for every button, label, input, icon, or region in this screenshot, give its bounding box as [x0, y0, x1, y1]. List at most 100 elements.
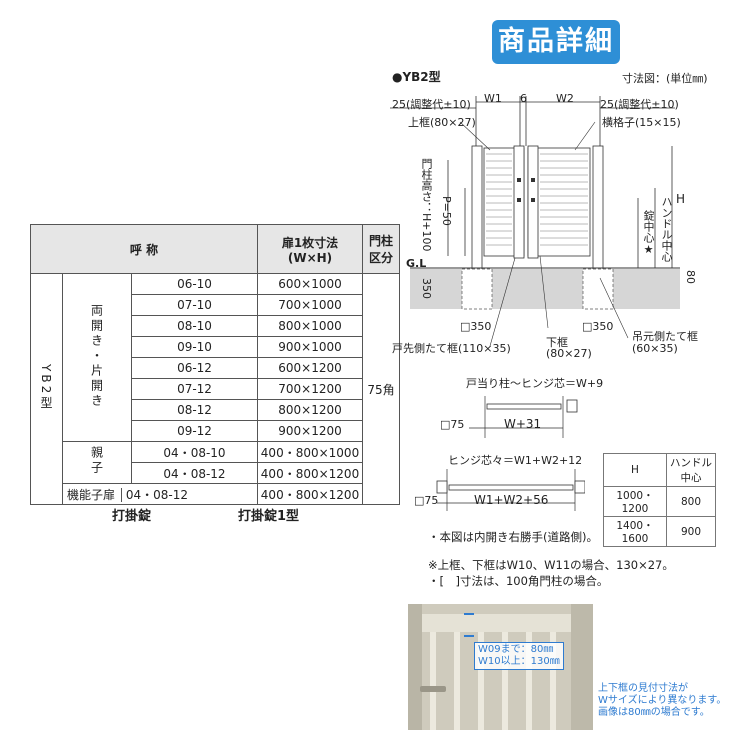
model-label: YB2型	[39, 363, 53, 412]
model-cell: YB2型	[30, 273, 63, 505]
handle-icon	[420, 686, 446, 692]
lock-label-1: 打掛錠	[112, 509, 152, 524]
caption-line2: Wサイズにより異なります。	[598, 695, 727, 706]
product-detail-badge: 商品詳細	[492, 20, 620, 64]
photo-slat	[502, 632, 508, 730]
func-row: 機能子扉 04・08-12	[62, 483, 258, 505]
adj-left: 25(調整代±10)	[392, 98, 471, 111]
handle-table-value-header: ハンドル 中心	[666, 453, 716, 487]
top-frame-label: 上框(80×27)	[408, 116, 476, 129]
row-code: 08-12	[131, 399, 258, 421]
dim1-post: □75	[440, 418, 465, 431]
bottom-frame-line2: (80×27)	[546, 347, 592, 360]
post-left-label: □350	[460, 320, 492, 333]
row-size: 700×1000	[257, 294, 363, 316]
depth-80: 80	[684, 270, 697, 284]
row-size: 600×1200	[257, 357, 363, 379]
lattice-label: 横格子(15×15)	[602, 116, 681, 129]
gl-label: G.L	[406, 257, 427, 270]
header-post-line2: 区分	[368, 251, 393, 265]
h-label: H	[676, 192, 686, 206]
row-code: 08-10	[131, 315, 258, 337]
header-post: 門柱 区分	[362, 224, 400, 274]
row-size: 400・800×1200	[257, 462, 363, 484]
plan-diagram-2	[436, 469, 585, 511]
row-code: 06-12	[131, 357, 258, 379]
row-size: 800×1200	[257, 399, 363, 421]
photo-slat	[526, 632, 532, 730]
hinge-side-frame-line1: 吊元側たて框	[632, 330, 698, 343]
photo-slat	[550, 632, 556, 730]
group2-label: 親子	[89, 446, 104, 476]
func-code: 04・08-12	[120, 487, 188, 502]
lock-label-2: 打掛錠1型	[238, 509, 300, 524]
row-code: 09-10	[131, 336, 258, 358]
row-size: 400・800×1200	[257, 483, 363, 505]
handle-row-v: 800	[666, 486, 716, 517]
header-size-line1: 扉1枚寸法	[281, 235, 339, 250]
row-size: 700×1200	[257, 378, 363, 400]
photo-slat	[430, 632, 436, 730]
handle-header-line1: ハンドル	[670, 457, 712, 469]
handle-table-h-header: H	[603, 453, 667, 487]
row-code: 09-12	[131, 420, 258, 442]
handle-header-line2: 中心	[680, 472, 702, 484]
p50-label: P=50	[440, 196, 453, 226]
depth-350: 350	[420, 278, 433, 299]
row-size: 400・800×1000	[257, 441, 363, 463]
post-height-label: 門柱高さ：H+100	[420, 158, 433, 252]
photo-slat	[454, 632, 460, 730]
row-code: 04・08-12	[131, 462, 258, 484]
door-side-frame-label: 戸先側たて框(110×35)	[392, 342, 511, 355]
photo-left-post	[408, 604, 422, 730]
header-post-line1: 門柱	[368, 234, 393, 248]
dim1-w: W+31	[504, 417, 542, 431]
handle-row-v: 900	[666, 516, 716, 547]
diagram-title: ●YB2型	[392, 70, 441, 84]
photo-caption: 上下框の見付寸法が Wサイズにより異なります。 画像は80㎜の場合です。	[598, 683, 726, 719]
note-1: ・本図は内開き右勝手(道路側)。	[428, 530, 598, 544]
bottom-frame-line1: 下框	[546, 336, 568, 349]
callout-w10: W10以上：130㎜	[478, 656, 560, 667]
plan-diagram-1	[469, 396, 578, 438]
gate-elevation-diagram	[390, 96, 680, 347]
group1-label: 両開き・片開き	[89, 303, 104, 409]
frame-size-callout: W09まで：80㎜ W10以上：130㎜	[474, 642, 564, 670]
handle-center-label: ハンドル中心	[660, 196, 673, 262]
group2-cell: 親子	[62, 441, 132, 484]
photo-slat	[478, 632, 484, 730]
dim1-label: 戸当り柱～ヒンジ芯＝W+9	[466, 377, 604, 390]
spec-table: 呼 称 扉1枚寸法 (W×H) 門柱 区分 YB2型 両開き・片開き 06-10…	[30, 224, 400, 505]
row-size: 600×1000	[257, 273, 363, 295]
photo-top-frame	[408, 614, 593, 632]
adj-right: 25(調整代±10)	[600, 98, 679, 111]
note-2: ※上框、下框はW10、W11の場合、130×27。	[428, 558, 674, 572]
post-cell: 75角	[362, 273, 400, 505]
photo-right-post	[571, 604, 593, 730]
row-code: 06-10	[131, 273, 258, 295]
gate-photo: W09まで：80㎜ W10以上：130㎜	[408, 604, 593, 730]
row-size: 900×1000	[257, 336, 363, 358]
note-3: ・[ ]寸法は、100角門柱の場合。	[428, 574, 609, 588]
frame-dimension-marker	[464, 613, 474, 637]
row-code: 07-10	[131, 294, 258, 316]
handle-row-h: 1000・1200	[603, 486, 667, 517]
hinge-side-frame-line2: (60×35)	[632, 342, 678, 355]
post-right-label: □350	[582, 320, 614, 333]
diagram-unit: 寸法図：(単位㎜)	[622, 72, 708, 85]
row-size: 800×1000	[257, 315, 363, 337]
caption-line3: 画像は80㎜の場合です。	[598, 707, 710, 718]
caption-line1: 上下框の見付寸法が	[598, 683, 688, 694]
dim-w2: W2	[556, 92, 574, 105]
header-name: 呼 称	[30, 224, 258, 274]
row-code: 04・08-10	[131, 441, 258, 463]
func-label: 機能子扉	[67, 487, 116, 502]
row-code: 07-12	[131, 378, 258, 400]
dim-6: 6	[520, 92, 527, 105]
dim-w1: W1	[484, 92, 502, 105]
row-size: 900×1200	[257, 420, 363, 442]
dim2-w: W1+W2+56	[474, 493, 549, 507]
callout-w09: W09まで：80㎜	[478, 644, 554, 655]
dim2-label: ヒンジ芯々＝W1+W2+12	[448, 454, 583, 467]
